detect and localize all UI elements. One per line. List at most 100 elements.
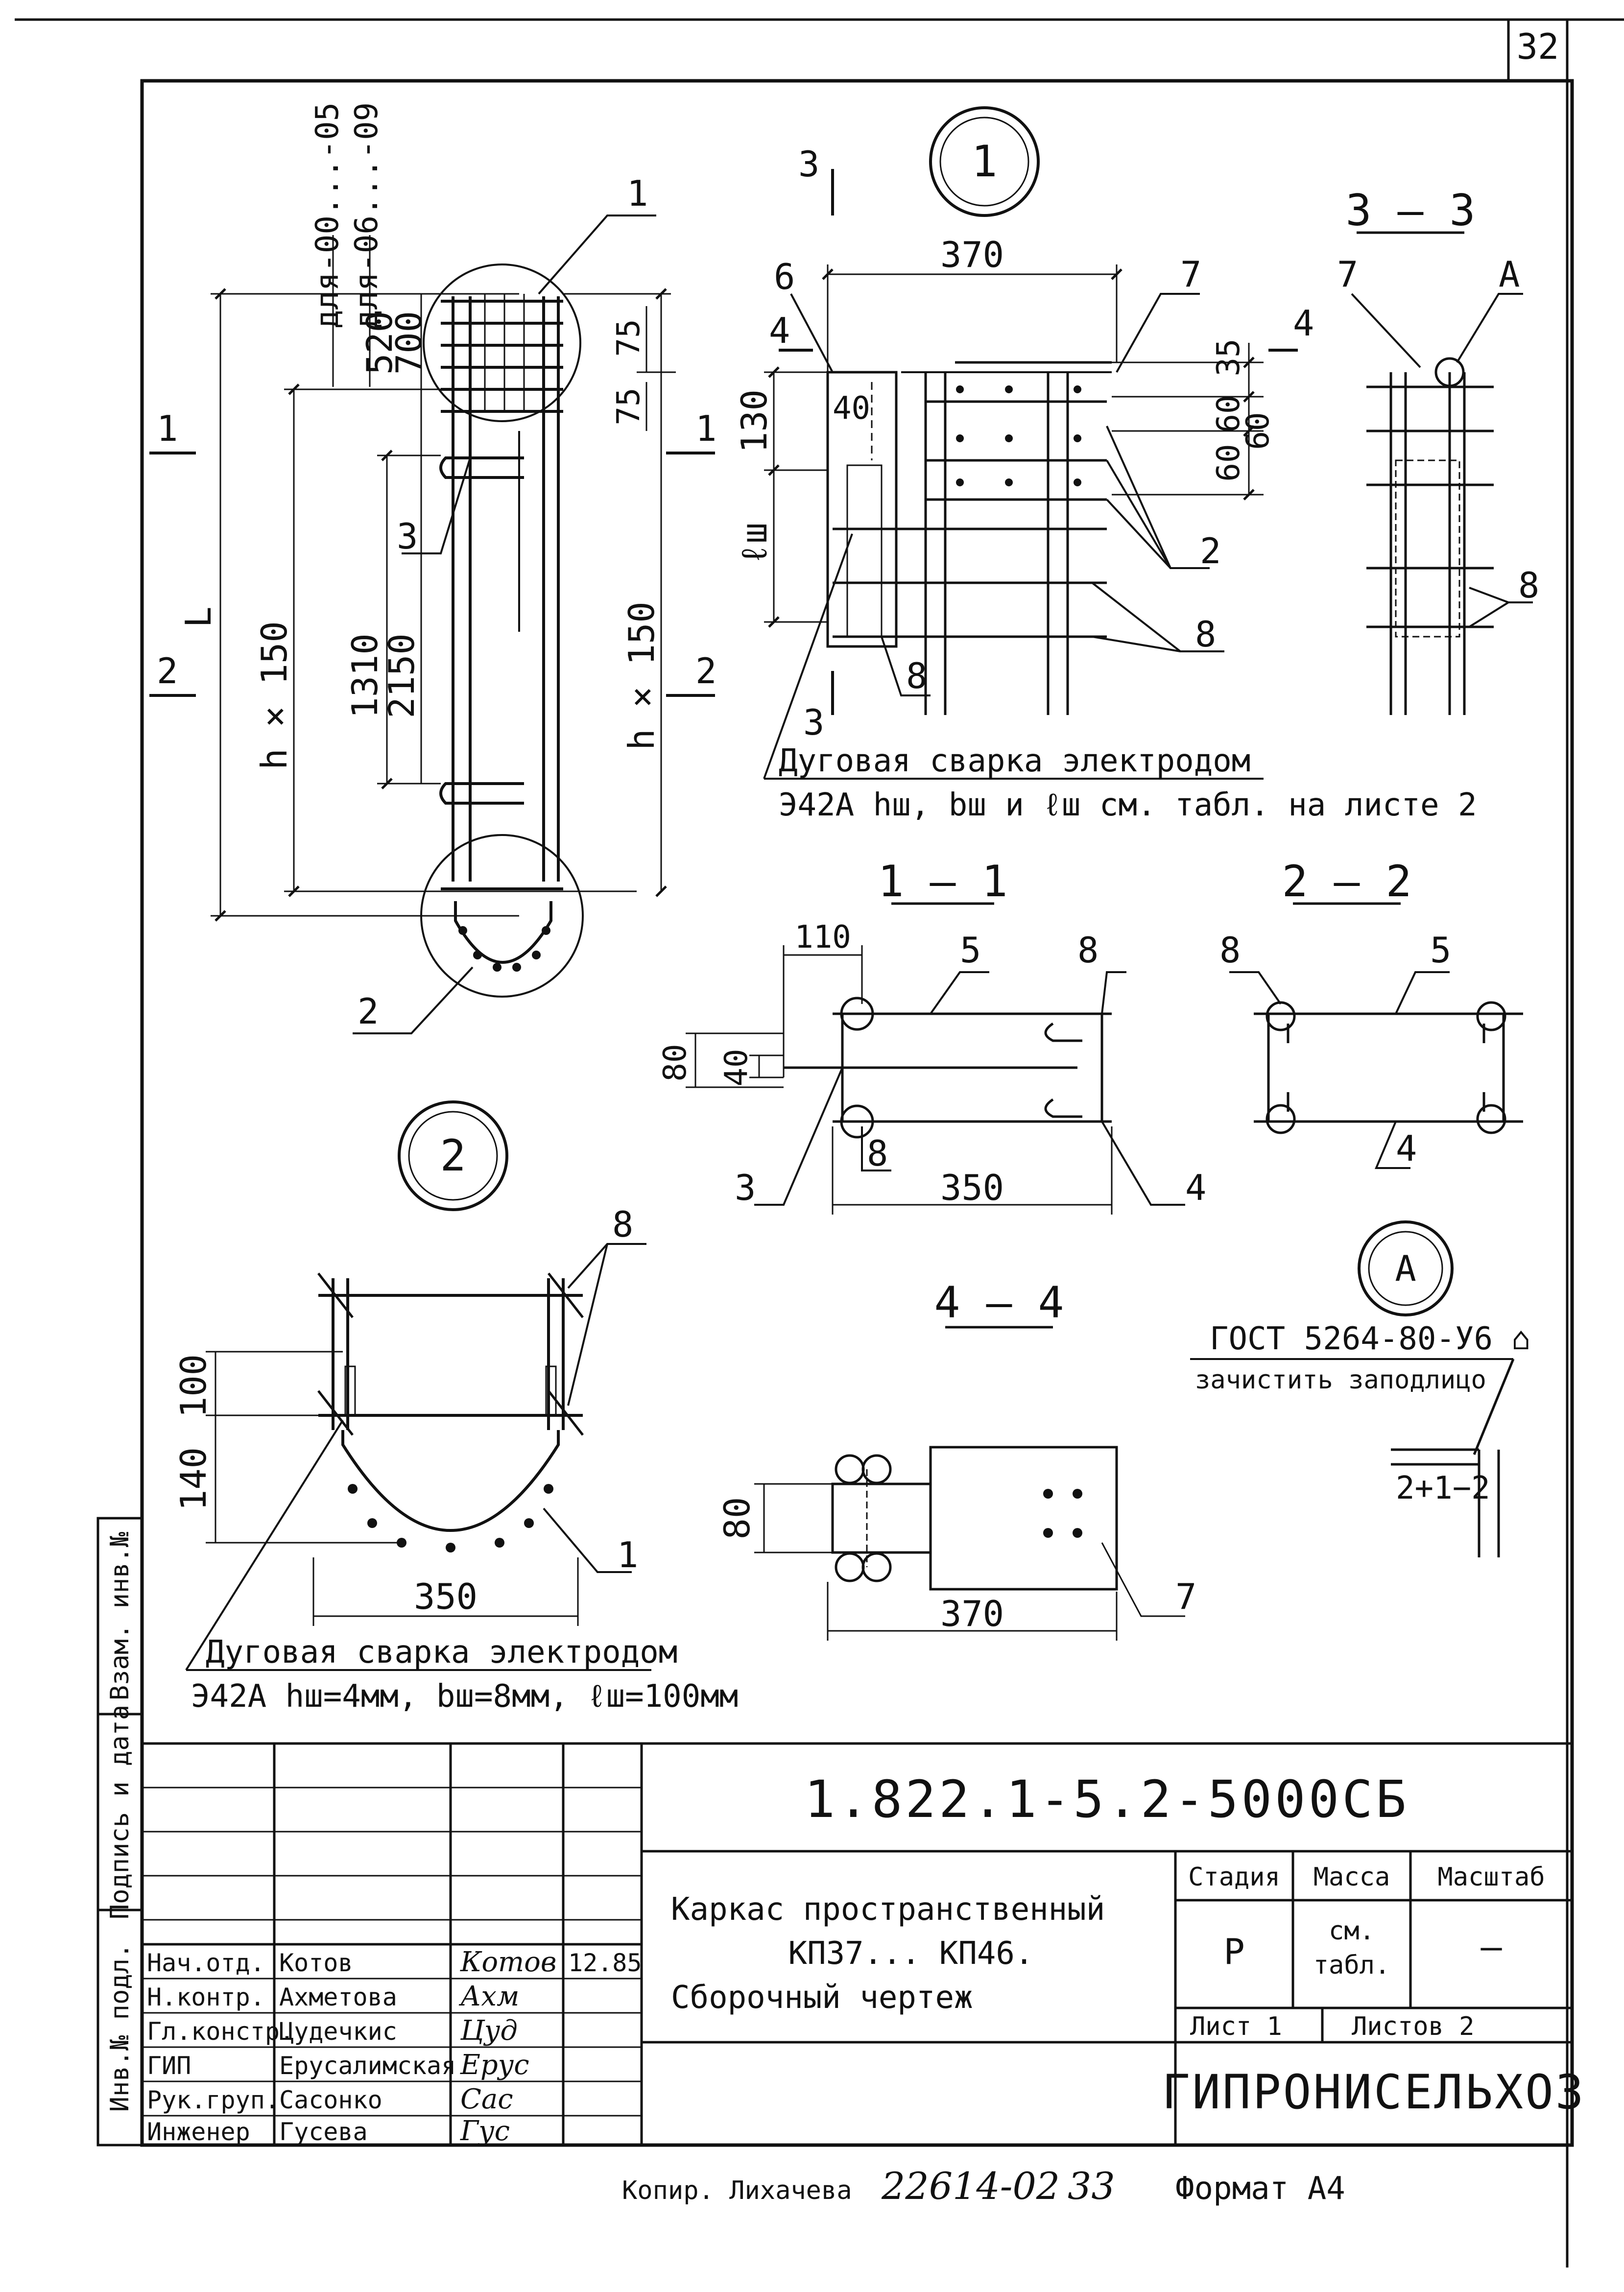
sheets-value: Листов 2 (1352, 2012, 1474, 2041)
sec11-pos-3: 3 (735, 1167, 756, 1208)
sec44-pos-7: 7 (1175, 1576, 1196, 1617)
view-circle-2 (398, 1100, 508, 1211)
main-dimensions (211, 235, 676, 917)
staff-role-1: Н.контр. (147, 1983, 265, 2011)
sec33-pos-7: 7 (1337, 254, 1358, 295)
cut-3-bottom: 3 (803, 702, 824, 743)
drawing-title-line3: Сборочный чертеж (671, 1980, 973, 2016)
sec44-dim-370: 370 (940, 1593, 1004, 1634)
title-block-grid (142, 1742, 1572, 2145)
drawing-title-line2: КП37... КП46. (788, 1935, 1034, 1972)
view-circle-1 (929, 106, 1040, 217)
staff-sign-0: Котов (460, 1946, 556, 1978)
section-4-4-title: 4 – 4 (934, 1277, 1064, 1328)
main-pos-1: 1 (627, 173, 648, 214)
dim-75-top: 75 (611, 319, 647, 357)
section-2-2-drawing (1254, 1001, 1523, 1134)
page-number: 32 (1517, 26, 1559, 67)
drawing-title-line1: Каркас пространственный (671, 1891, 1105, 1928)
sheet-frame (15, 18, 1624, 2268)
staff-name-3: Ерусалимская (279, 2052, 456, 2080)
elev-pos-8a: 8 (1195, 614, 1216, 655)
main-dim-ticks (215, 288, 667, 922)
scale-value: — (1481, 1926, 1502, 1967)
section-1-1-leaders (754, 971, 1185, 1206)
dim-n150-left: h × 150 (254, 621, 295, 769)
hdr-mass: Масса (1314, 1862, 1390, 1892)
hdr-stage: Стадия (1188, 1862, 1280, 1892)
elevation-view (826, 361, 1112, 715)
main-view (439, 294, 563, 964)
elevation-dim-ticks (768, 268, 1255, 628)
staff-date-0: 12.85 (568, 1949, 642, 1977)
section-1-1-dims (686, 945, 1113, 1215)
sheet-value: Лист 1 (1190, 2012, 1282, 2041)
stamp-sign-date: Подпись и дата (105, 1705, 135, 1919)
cut-4-left: 4 (769, 310, 790, 351)
elev-pos-2: 2 (1200, 530, 1221, 572)
dim-n150-right: h × 150 (621, 601, 662, 750)
sec22-pos-5: 5 (1430, 930, 1451, 971)
dim-L: L (178, 606, 219, 627)
section-markers-main (149, 452, 715, 697)
sec33-pos-A: A (1499, 254, 1520, 295)
detail-A-drawing (1391, 1359, 1515, 1557)
sec11-dim-40: 40 (718, 1049, 755, 1086)
section-1-1-drawing (784, 997, 1112, 1139)
staff-role-2: Гл.констр. (147, 2017, 294, 2046)
section-3-3-drawing (1366, 357, 1494, 715)
detail-2-dims (206, 1351, 579, 1626)
weld-note-line2: Э42А hш, bш и ℓш см. табл. на листе 2 (779, 787, 1477, 823)
section-3-3-leaders (1351, 293, 1533, 628)
staff-role-0: Нач.отд. (147, 1949, 265, 1977)
footer-format: Формат А4 (1175, 2171, 1345, 2207)
section-4-4-bolts (1043, 1489, 1082, 1538)
sec11-pos-8a: 8 (1077, 930, 1099, 971)
staff-sign-2: Цуд (460, 2015, 518, 2047)
dim-1310: 1310 (344, 633, 385, 718)
sec11-dim-110: 110 (794, 919, 851, 955)
staff-name-2: Цудечкис (279, 2017, 397, 2046)
elev-dim-60b: 60 (1211, 444, 1247, 481)
staff-sign-5: Гус (460, 2115, 510, 2147)
staff-role-4: Рук.груп. (147, 2086, 280, 2114)
sec44-dim-80: 80 (716, 1497, 758, 1540)
elev-dim-130: 130 (734, 389, 775, 453)
sec33-pos-8: 8 (1518, 565, 1539, 606)
hdr-scale: Масштаб (1437, 1862, 1545, 1892)
sec-1-left: 1 (157, 408, 178, 449)
elev-dim-lw: ℓш (734, 523, 775, 565)
det2-pos-8: 8 (612, 1204, 633, 1245)
view-circle-1-label: 1 (972, 136, 998, 187)
note-for-06-09: для-06...-09 (349, 102, 385, 329)
dim-75-bot: 75 (611, 387, 647, 425)
sec11-dim-80: 80 (657, 1044, 693, 1081)
footer-copy: Копир. Лихачева (622, 2176, 852, 2205)
det2-weld-line1: Дуговая сварка электродом (206, 1634, 677, 1671)
elev-dim-40: 40 (833, 390, 870, 427)
elev-pos-7: 7 (1180, 254, 1201, 295)
staff-rows: Нач.отд. Котов Котов 12.85 Н.контр. Ахме… (147, 1946, 642, 2147)
detail-2-welds (348, 1484, 553, 1552)
dim-700: 700 (388, 311, 430, 375)
stamp-inv-orig: Инв.№ подл. (105, 1943, 135, 2112)
view-circle-A-label: A (1395, 1248, 1416, 1289)
elevation-dims (764, 264, 1264, 623)
staff-role-5: Инженер (147, 2118, 250, 2146)
elev-pos-8b: 8 (906, 655, 927, 696)
mass-value-2: табл. (1314, 1951, 1390, 1980)
footer-order: 22614-02 (881, 2164, 1060, 2208)
stage-value: Р (1223, 1931, 1244, 1972)
view-circle-2-label: 2 (440, 1130, 466, 1181)
det2-pos-1: 1 (617, 1534, 638, 1576)
sec22-pos-4: 4 (1396, 1128, 1417, 1169)
main-view-leaders (353, 215, 656, 1034)
cut-3-top: 3 (798, 143, 819, 185)
sec11-pos-4: 4 (1185, 1167, 1206, 1208)
staff-sign-3: Ерус (460, 2049, 529, 2081)
det2-dim-100: 100 (173, 1354, 214, 1418)
sec11-pos-8b: 8 (867, 1133, 888, 1174)
staff-sign-4: Сас (460, 2083, 513, 2115)
section-2-2-leaders (1229, 971, 1450, 1169)
